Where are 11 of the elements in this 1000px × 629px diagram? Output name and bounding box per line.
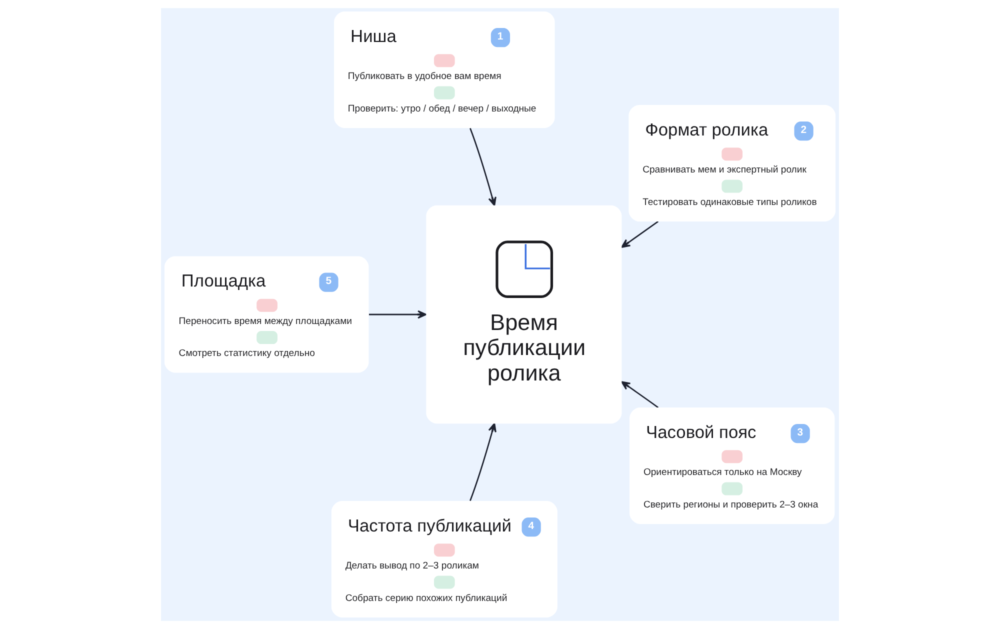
node-box: Ниша 1 Публиковать в удобное вам время Проверить: утро / обед / вечер / выходные bbox=[334, 12, 555, 128]
arrow bbox=[621, 220, 659, 248]
node-box: Время публикации ролика bbox=[426, 205, 622, 424]
arrow bbox=[368, 310, 427, 319]
node-box: Площадка 5 Переносить время между площадками Смотреть статистику отдельно bbox=[164, 256, 369, 373]
arrow bbox=[470, 422, 496, 501]
node-box: Часовой пояс 3 Ориентироваться только на Москву Сверить регионы и проверить 2–3 окна bbox=[630, 408, 835, 524]
arrow bbox=[621, 381, 659, 408]
arrow bbox=[470, 128, 496, 206]
node-box: Формат ролика 2 Сравнивать мем и экспертный ролик Тестировать одинаковые типы роликов bbox=[628, 105, 836, 222]
node-box: Частота публикаций 4 Делать вывод по 2–3 роликам Собрать серию похожих публикаций bbox=[331, 501, 558, 618]
